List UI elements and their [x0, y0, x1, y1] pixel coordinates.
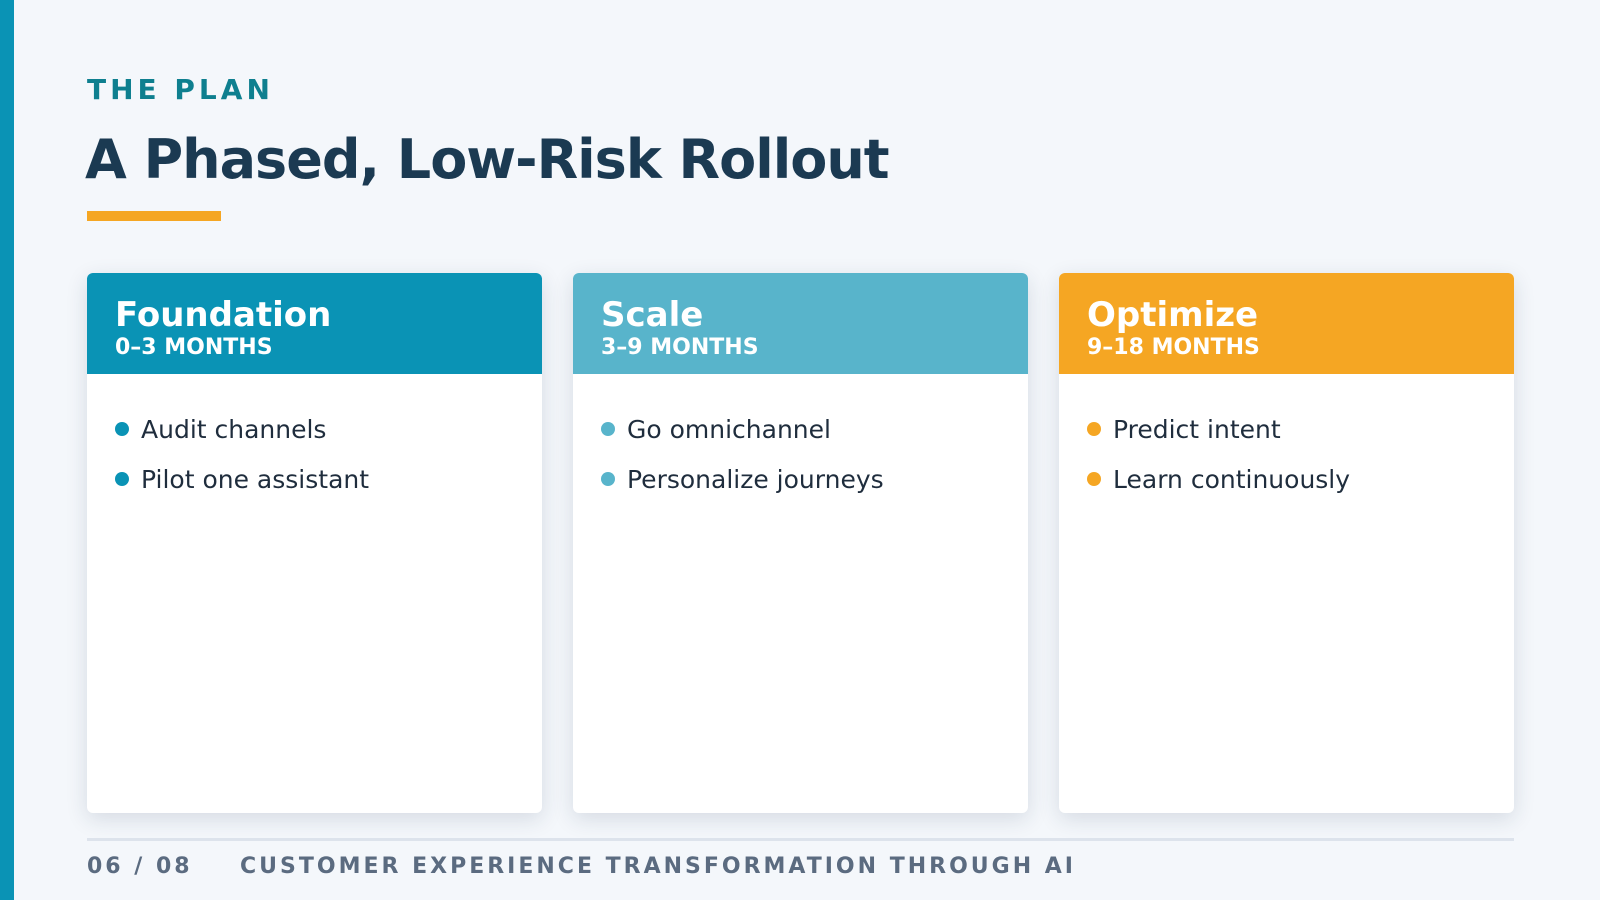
footer-divider: [87, 838, 1514, 841]
phase-card-foundation: Foundation 0–3 MONTHS Audit channels Pil…: [87, 273, 542, 813]
list-item-text: Learn continuously: [1113, 464, 1351, 494]
phase-card-header: Foundation 0–3 MONTHS: [87, 273, 542, 374]
bullet-dot-icon: [115, 422, 129, 436]
page-number: 06 / 08: [87, 854, 193, 879]
phase-duration: 0–3 MONTHS: [115, 335, 273, 360]
bullet-dot-icon: [601, 422, 615, 436]
section-eyebrow: THE PLAN: [87, 73, 274, 106]
bullet-dot-icon: [1087, 422, 1101, 436]
list-item-text: Audit channels: [141, 414, 327, 444]
bullet-dot-icon: [115, 472, 129, 486]
phase-card-body: Predict intent Learn continuously: [1059, 374, 1514, 504]
phase-card-header: Optimize 9–18 MONTHS: [1059, 273, 1514, 374]
phase-duration: 3–9 MONTHS: [601, 335, 759, 360]
list-item: Personalize journeys: [601, 454, 1000, 504]
list-item: Learn continuously: [1087, 454, 1486, 504]
page-title: A Phased, Low-Risk Rollout: [85, 128, 890, 191]
list-item-text: Pilot one assistant: [141, 464, 370, 494]
title-underline: [87, 211, 221, 221]
list-item-text: Go omnichannel: [627, 414, 831, 444]
bullet-dot-icon: [601, 472, 615, 486]
phase-card-scale: Scale 3–9 MONTHS Go omnichannel Personal…: [573, 273, 1028, 813]
list-item-text: Personalize journeys: [627, 464, 884, 494]
list-item: Go omnichannel: [601, 404, 1000, 454]
left-accent-bar: [0, 0, 14, 900]
list-item-text: Predict intent: [1113, 414, 1281, 444]
phase-card-body: Audit channels Pilot one assistant: [87, 374, 542, 504]
phase-card-optimize: Optimize 9–18 MONTHS Predict intent Lear…: [1059, 273, 1514, 813]
phase-card-header: Scale 3–9 MONTHS: [573, 273, 1028, 374]
bullet-dot-icon: [1087, 472, 1101, 486]
deck-title: CUSTOMER EXPERIENCE TRANSFORMATION THROU…: [240, 854, 1076, 879]
list-item: Audit channels: [115, 404, 514, 454]
phase-cards: Foundation 0–3 MONTHS Audit channels Pil…: [87, 273, 1514, 813]
phase-title: Optimize: [1087, 295, 1259, 335]
phase-title: Scale: [601, 295, 704, 335]
list-item: Predict intent: [1087, 404, 1486, 454]
phase-duration: 9–18 MONTHS: [1087, 335, 1260, 360]
phase-card-body: Go omnichannel Personalize journeys: [573, 374, 1028, 504]
list-item: Pilot one assistant: [115, 454, 514, 504]
phase-title: Foundation: [115, 295, 332, 335]
